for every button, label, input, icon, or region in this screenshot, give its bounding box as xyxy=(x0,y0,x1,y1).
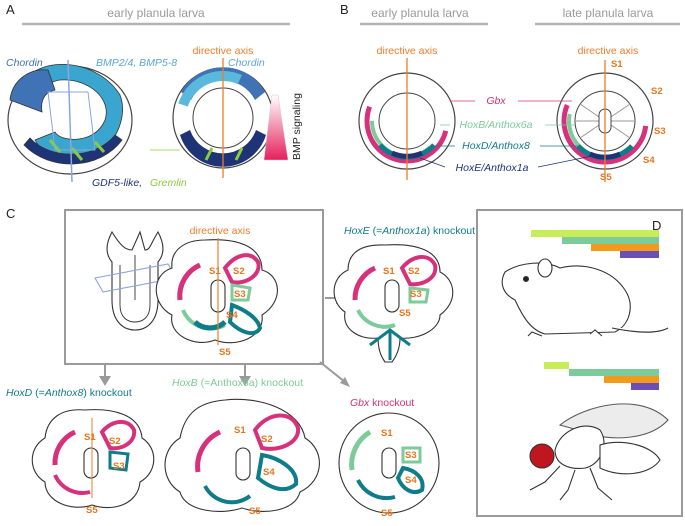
panel-b-pointers xyxy=(419,100,593,168)
seg-c-wt-s3: S3 xyxy=(234,289,246,300)
cs-a-gremlin-1 xyxy=(204,147,214,161)
seg-c-gbx-s3: S3 xyxy=(405,450,417,461)
seg-c-wt-s2: S2 xyxy=(233,266,245,277)
chordin-domain-lateral xyxy=(9,69,56,113)
seg-c-wt-s1: S1 xyxy=(209,266,221,277)
cs-a-chordin xyxy=(181,67,265,100)
seg-c-gbx-s5: S5 xyxy=(381,508,393,519)
knockout-arrows xyxy=(99,292,350,387)
label-hoxb-knockout: HoxB (=Anthox6a) knockout xyxy=(172,377,303,389)
panel-a-header: early planula larva xyxy=(107,6,205,20)
cs-b-early xyxy=(358,58,456,180)
label-gdf: GDF5-like, xyxy=(92,177,142,189)
hoxe-ko-section xyxy=(333,244,454,363)
mouse-drawing xyxy=(501,258,669,337)
cross-section-a xyxy=(172,58,274,178)
panel-d: D xyxy=(476,209,683,517)
seg-c-hoxb-s1: S1 xyxy=(234,425,246,436)
mouse-bar-1 xyxy=(531,230,659,237)
label-bmp-signaling: BMP signaling xyxy=(291,93,303,160)
fly-bar-2 xyxy=(569,369,659,376)
seg-b-s2: S2 xyxy=(651,86,663,97)
seg-b-s5: S5 xyxy=(600,172,612,183)
panel-b-letter: B xyxy=(340,2,349,17)
label-bmp: BMP2/4, BMP5-8 xyxy=(96,57,177,69)
cs-a-gdf xyxy=(180,130,266,167)
cs-b-late xyxy=(556,60,654,182)
seg-c-hoxe-s5: S5 xyxy=(399,308,411,319)
polyp-drawing xyxy=(94,230,177,331)
seg-c-hoxe-s1: S1 xyxy=(383,266,395,277)
label-directive-axis-a: directive axis xyxy=(193,45,254,57)
panel-b-header-early: early planula larva xyxy=(371,6,469,20)
panel-a: A early planula larva Chordin BMP2/4, BM… xyxy=(6,2,303,189)
label-gremlin: Gremlin xyxy=(150,177,187,189)
label-chordin-left: Chordin xyxy=(6,57,43,69)
panel-a-letter: A xyxy=(6,2,15,17)
label-hoxb: HoxB/Anthox6a xyxy=(460,119,533,131)
panel-b-header-late: late planula larva xyxy=(563,6,654,20)
seg-b-s1: S1 xyxy=(611,59,623,70)
seg-c-hoxd-s1: S1 xyxy=(84,432,96,443)
wildtype-section xyxy=(155,238,278,345)
seg-c-hoxd-s3: S3 xyxy=(113,461,125,472)
mouse-bar-4 xyxy=(620,251,659,258)
seg-c-hoxd-s2: S2 xyxy=(109,436,121,447)
hoxd-ko-section xyxy=(31,409,155,509)
section-plane xyxy=(47,91,96,151)
panel-d-letter: D xyxy=(652,218,661,233)
panel-b: B early planula larva late planula larva… xyxy=(340,2,680,183)
seg-c-hoxb-s2: S2 xyxy=(261,434,273,445)
fly-bar-4 xyxy=(631,383,659,390)
seg-c-wt-s5: S5 xyxy=(219,347,231,358)
label-gbx: Gbx xyxy=(486,95,506,107)
label-hoxe: HoxE/Anthox1a xyxy=(456,162,529,174)
label-directive-axis-b-left: directive axis xyxy=(377,45,438,57)
seg-c-hoxe-s2: S2 xyxy=(408,266,420,277)
seg-c-gbx-s1: S1 xyxy=(381,428,393,439)
panel-c-letter: C xyxy=(6,206,15,221)
mouse-bar-2 xyxy=(562,237,659,244)
seg-c-hoxe-s3: S3 xyxy=(410,289,422,300)
seg-c-hoxd-s5: S5 xyxy=(86,505,98,516)
gbx-ko-section xyxy=(338,412,440,514)
seg-b-s4: S4 xyxy=(643,155,655,166)
label-chordin-right: Chordin xyxy=(228,57,265,69)
bmp-signaling-wedge xyxy=(263,94,289,161)
label-gbx-knockout: Gbx knockout xyxy=(350,397,414,409)
seg-c-hoxb-s4: S4 xyxy=(263,467,275,478)
seg-b-s3: S3 xyxy=(654,126,666,137)
label-hoxe-knockout: HoxE (=Anthox1a) knockout xyxy=(344,225,475,237)
section-line xyxy=(67,59,73,183)
bmp-domain-lateral xyxy=(19,63,123,161)
seg-c-wt-s4: S4 xyxy=(226,310,238,321)
cs-a-gremlin-2 xyxy=(234,147,244,161)
label-hoxd-knockout: HoxD (=Anthox8) knockout xyxy=(6,387,132,399)
seg-c-hoxb-s5: S5 xyxy=(249,506,261,517)
panel-d-box xyxy=(476,209,683,517)
pointer-gdf xyxy=(89,157,97,161)
gdf-domain-lateral xyxy=(23,134,123,165)
panel-c-reference-box xyxy=(64,209,324,365)
mouse-bar-3 xyxy=(591,244,659,251)
hoxb-ko-section xyxy=(164,398,320,512)
seg-c-gbx-s4: S4 xyxy=(405,475,417,486)
label-directive-axis-c: directive axis xyxy=(190,225,251,237)
fly-drawing xyxy=(529,403,669,501)
fly-bar-3 xyxy=(604,376,659,383)
fly-bar-1 xyxy=(544,362,569,369)
label-directive-axis-b-right: directive axis xyxy=(578,45,639,57)
lateral-embryo xyxy=(7,59,133,183)
panel-c: C directive axis S1 S2 S3 S4 S5 xyxy=(6,206,475,519)
gremlin-stripe-3 xyxy=(93,140,106,154)
label-hoxd: HoxD/Anthox8 xyxy=(462,140,530,152)
